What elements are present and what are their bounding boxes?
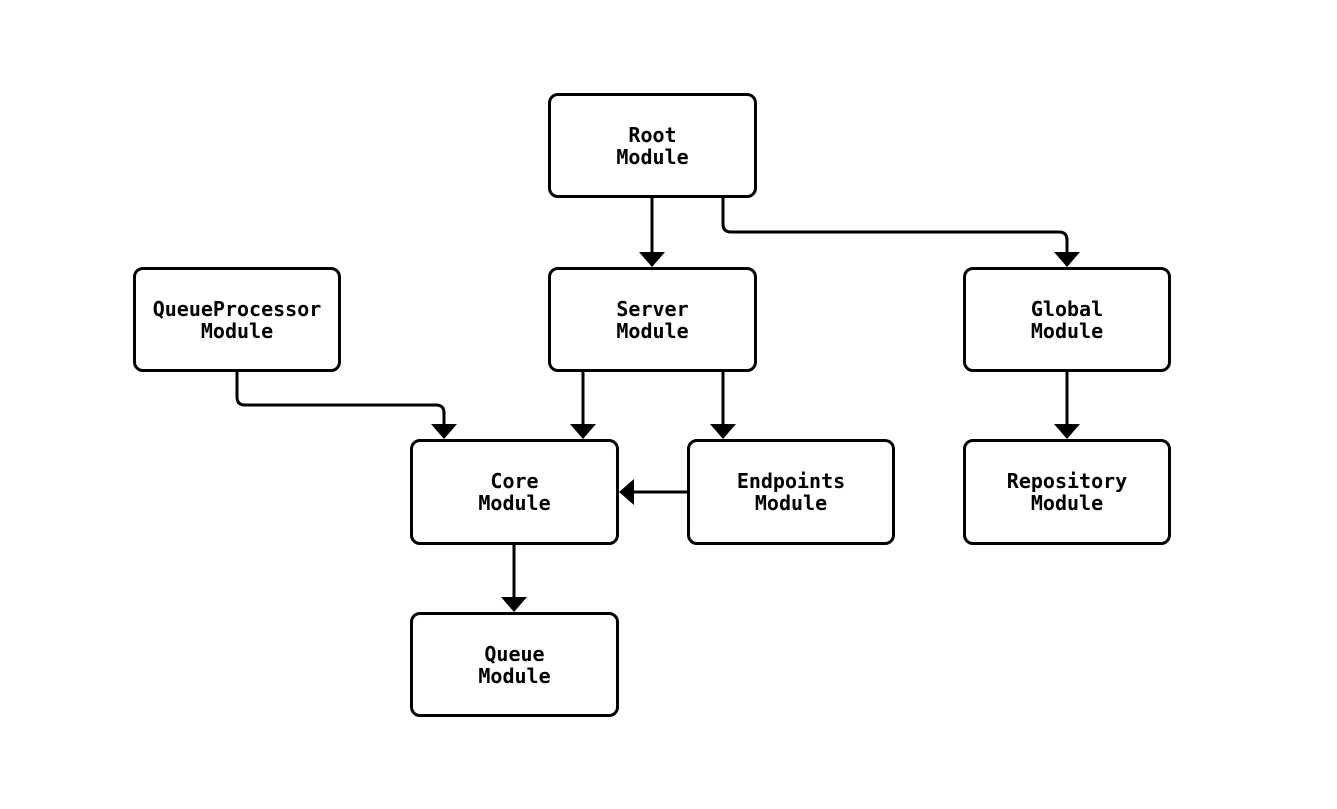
node-queueprocessor-label-line: Module xyxy=(200,318,274,343)
node-endpoints-label-line: Module xyxy=(754,491,828,515)
node-server-label-line: Server xyxy=(616,296,689,321)
node-server-label-line: Module xyxy=(616,318,689,343)
node-repository-label-line: Module xyxy=(1030,491,1104,515)
node-queue-label-line: Module xyxy=(478,663,551,688)
node-repository-label-line: Repository xyxy=(1006,469,1128,493)
arrowhead-root-to-server xyxy=(639,252,665,267)
arrowhead-root-to-global xyxy=(1054,252,1080,267)
arrowhead-core-to-queue xyxy=(501,597,527,612)
node-core-label-line: Module xyxy=(478,491,551,515)
arrowhead-global-to-repository xyxy=(1054,424,1080,439)
node-global-label-line: Module xyxy=(1030,318,1104,343)
arrowhead-server-to-endpoints xyxy=(710,424,736,439)
node-queueprocessor-label-line: QueueProcessor xyxy=(152,296,322,321)
arrowhead-server-to-core xyxy=(570,424,596,439)
node-global-label-line: Global xyxy=(1030,296,1104,321)
edge-root-to-global xyxy=(721,198,1069,252)
node-endpoints-label-line: Endpoints xyxy=(736,469,846,493)
node-core-label-line: Core xyxy=(490,469,539,493)
node-root-label-line: Module xyxy=(616,144,689,169)
arrowhead-queueprocessor-to-core xyxy=(431,424,457,439)
node-root-label-line: Root xyxy=(628,122,677,147)
edge-queueprocessor-to-core xyxy=(235,372,446,424)
node-queue-label-line: Queue xyxy=(484,641,545,666)
arrowhead-endpoints-to-core xyxy=(619,479,634,505)
